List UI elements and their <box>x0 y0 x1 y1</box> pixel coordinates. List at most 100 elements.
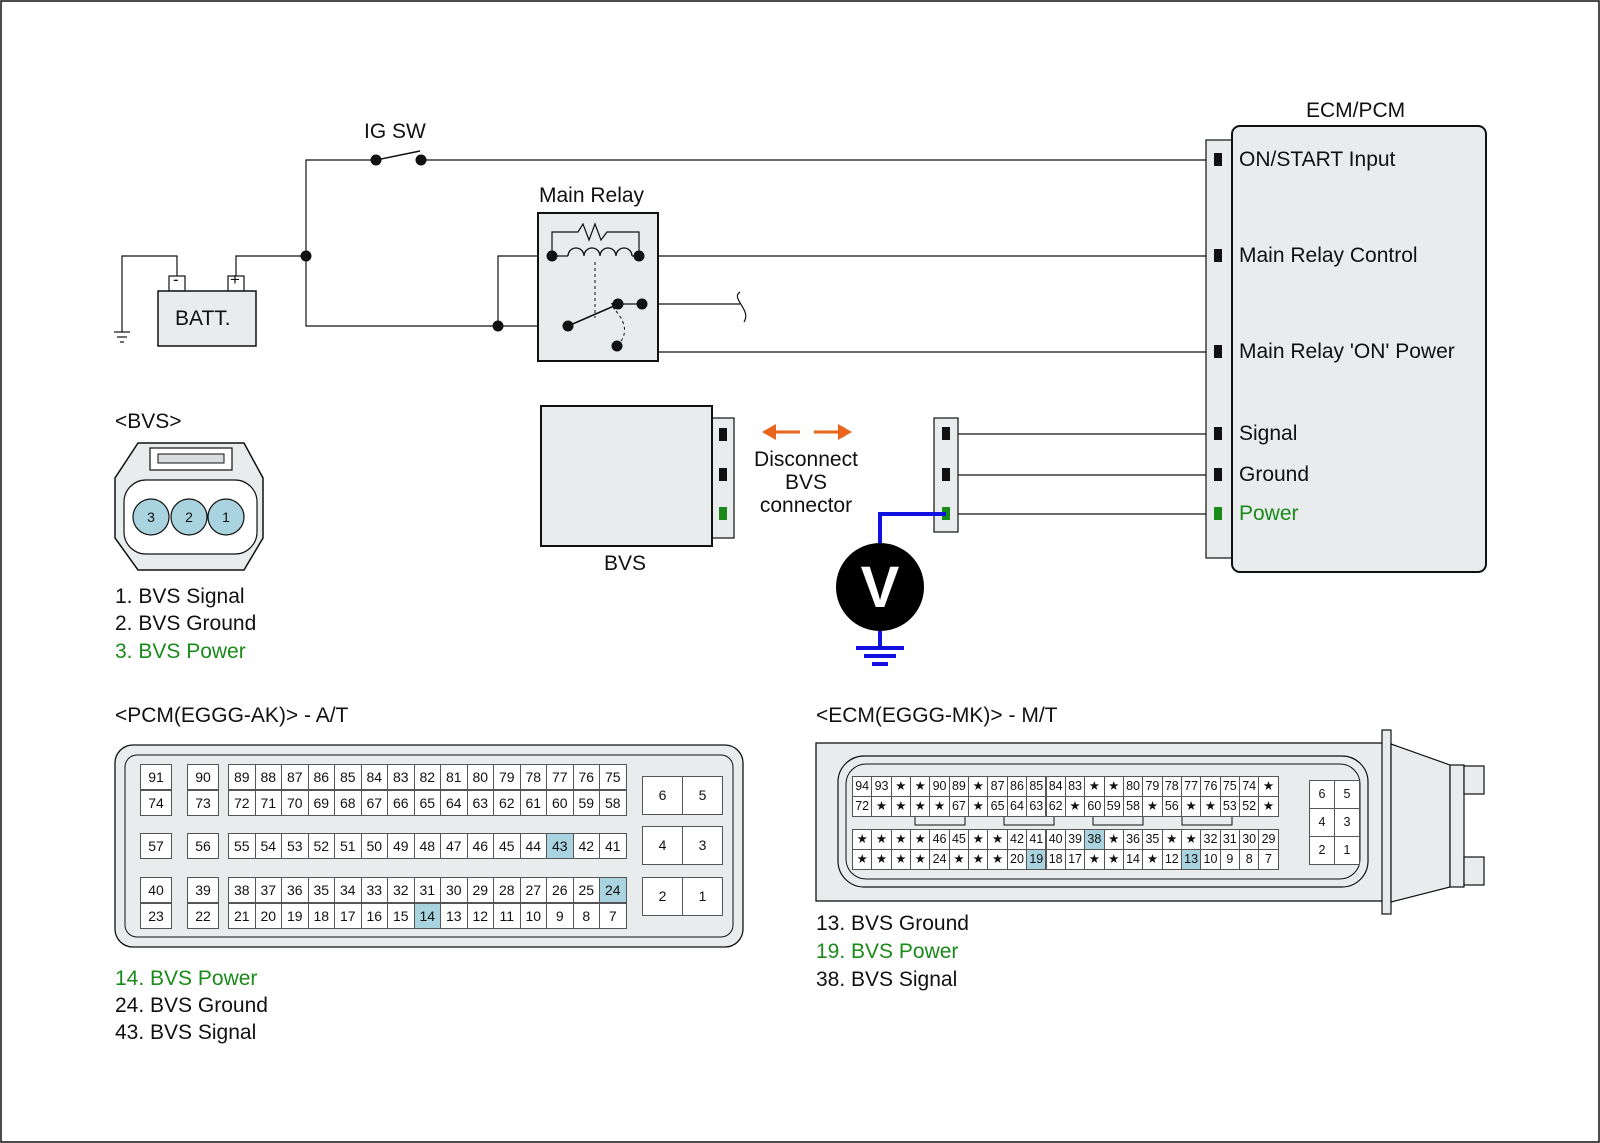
battery-plus-label: + <box>230 270 240 289</box>
pcm-pin: 13 <box>440 903 468 929</box>
ecm-terminal-relay-control: Main Relay Control <box>1239 244 1418 267</box>
pcm-pin: 46 <box>466 833 494 859</box>
junction-dots <box>300 250 504 332</box>
ecm-pin: ★ <box>1258 776 1279 797</box>
ecm-pin: 39 <box>1064 829 1086 850</box>
pcm-pin: 45 <box>493 833 521 859</box>
ecm-pin: ★ <box>1180 829 1202 850</box>
pcm-pin: 39 <box>187 877 219 903</box>
ecm-pin: ★ <box>910 796 931 817</box>
pcm-legend-2: 24. BVS Ground <box>115 994 268 1017</box>
pcm-pin: 28 <box>493 877 521 903</box>
bvs-pin-3: 3 <box>147 509 155 525</box>
pcm-pin: 6 <box>642 776 683 815</box>
pcm-pin: 50 <box>360 833 388 859</box>
ecm-pin: 84 <box>1045 776 1066 797</box>
ecm-pin: 79 <box>1142 776 1163 797</box>
ecm-pin: ★ <box>910 849 931 870</box>
pcm-pin: 19 <box>281 903 309 929</box>
ecm-pin: ★ <box>890 849 912 870</box>
pcm-pin: 12 <box>466 903 494 929</box>
pcm-pin: 52 <box>307 833 335 859</box>
pcm-pin: 48 <box>413 833 441 859</box>
ecm-pin: 31 <box>1219 829 1240 850</box>
pcm-pin: 17 <box>334 903 362 929</box>
ecm-pin: ★ <box>987 849 1008 870</box>
pcm-pin: 26 <box>546 877 574 903</box>
ecm-pin: 6 <box>1309 780 1335 809</box>
ecm-pcm-unit <box>1205 125 1487 573</box>
pcm-pin: 7 <box>599 903 627 929</box>
pcm-pin: 59 <box>572 790 600 816</box>
pcm-pin: 69 <box>307 790 335 816</box>
ecm-pin: 38 <box>1084 829 1105 850</box>
bvs-pin-1: 1 <box>222 509 230 525</box>
pcm-pin: 76 <box>572 764 600 790</box>
disconnect-note-line2: BVS <box>784 471 828 494</box>
ecm-pin-on-start <box>1214 153 1222 166</box>
bvs-legend-2: 2. BVS Ground <box>115 612 257 635</box>
pcm-pin: 16 <box>360 903 388 929</box>
battery <box>157 275 257 347</box>
pcm-pin: 81 <box>440 764 468 790</box>
pcm-pin: 21 <box>228 903 256 929</box>
ecm-pin: 19 <box>1026 849 1047 870</box>
ecm-pin: ★ <box>968 776 989 797</box>
pcm-pin: 58 <box>599 790 627 816</box>
pcm-pin: 51 <box>334 833 362 859</box>
pcm-pin: 71 <box>254 790 282 816</box>
ecm-pin: 45 <box>948 829 970 850</box>
pcm-pin: 72 <box>228 790 256 816</box>
ecm-title: ECM/PCM <box>1306 99 1406 122</box>
pcm-pin: 32 <box>387 877 415 903</box>
pcm-pin: 68 <box>334 790 362 816</box>
ecm-pin: 40 <box>1045 829 1066 850</box>
ecm-pin: 63 <box>1026 796 1047 817</box>
ecm-pin: 42 <box>1006 829 1028 850</box>
pcm-pin: 22 <box>187 903 219 929</box>
ecm-pin: ★ <box>852 829 873 850</box>
pcm-pin: 57 <box>140 833 172 859</box>
disconnect-arrows <box>762 424 852 440</box>
ecm-pin: 17 <box>1064 849 1086 870</box>
ecm-pin: 7 <box>1258 849 1279 870</box>
ecm-pin: 30 <box>1239 829 1260 850</box>
ecm-pin-power <box>1214 507 1222 520</box>
ecm-connector-title: <ECM(EGGG-MK)> - M/T <box>816 704 1058 727</box>
ecm-pin: ★ <box>1084 776 1105 797</box>
ecm-pin: 10 <box>1200 849 1221 870</box>
pcm-pin: 5 <box>682 776 723 815</box>
ecm-pin: 8 <box>1239 849 1260 870</box>
pcm-pin: 31 <box>413 877 441 903</box>
ecm-pin: ★ <box>1142 849 1163 870</box>
ecm-pin: 3 <box>1334 808 1360 837</box>
pcm-pin: 2 <box>642 877 683 916</box>
pcm-pin: 60 <box>546 790 574 816</box>
ecm-pin: ★ <box>1180 796 1202 817</box>
ecm-pin: 14 <box>1122 849 1144 870</box>
ecm-pin-signal <box>1214 427 1222 440</box>
ecm-pin: ★ <box>890 829 912 850</box>
pcm-pin: 89 <box>228 764 256 790</box>
ecm-pin: 13 <box>1180 849 1202 870</box>
ecm-pin: 89 <box>948 776 970 797</box>
ecm-pin: 94 <box>852 776 873 797</box>
ecm-pin: 41 <box>1026 829 1047 850</box>
ecm-pin: ★ <box>1103 776 1124 797</box>
ecm-pin: 46 <box>929 829 950 850</box>
pcm-pin: 90 <box>187 764 219 790</box>
ecm-pin: ★ <box>910 776 931 797</box>
pcm-pin: 83 <box>387 764 415 790</box>
pcm-pin: 23 <box>140 903 172 929</box>
ecm-pin: ★ <box>1084 849 1105 870</box>
pcm-pin: 55 <box>228 833 256 859</box>
ecm-pin: ★ <box>852 849 873 870</box>
ecm-pin: ★ <box>890 796 912 817</box>
pcm-pin: 87 <box>281 764 309 790</box>
pcm-pin: 56 <box>187 833 219 859</box>
ecm-pin: 4 <box>1309 808 1335 837</box>
disconnect-note-line1: Disconnect <box>754 448 858 471</box>
ecm-pin: ★ <box>1161 829 1182 850</box>
ecm-pin: 12 <box>1161 849 1182 870</box>
